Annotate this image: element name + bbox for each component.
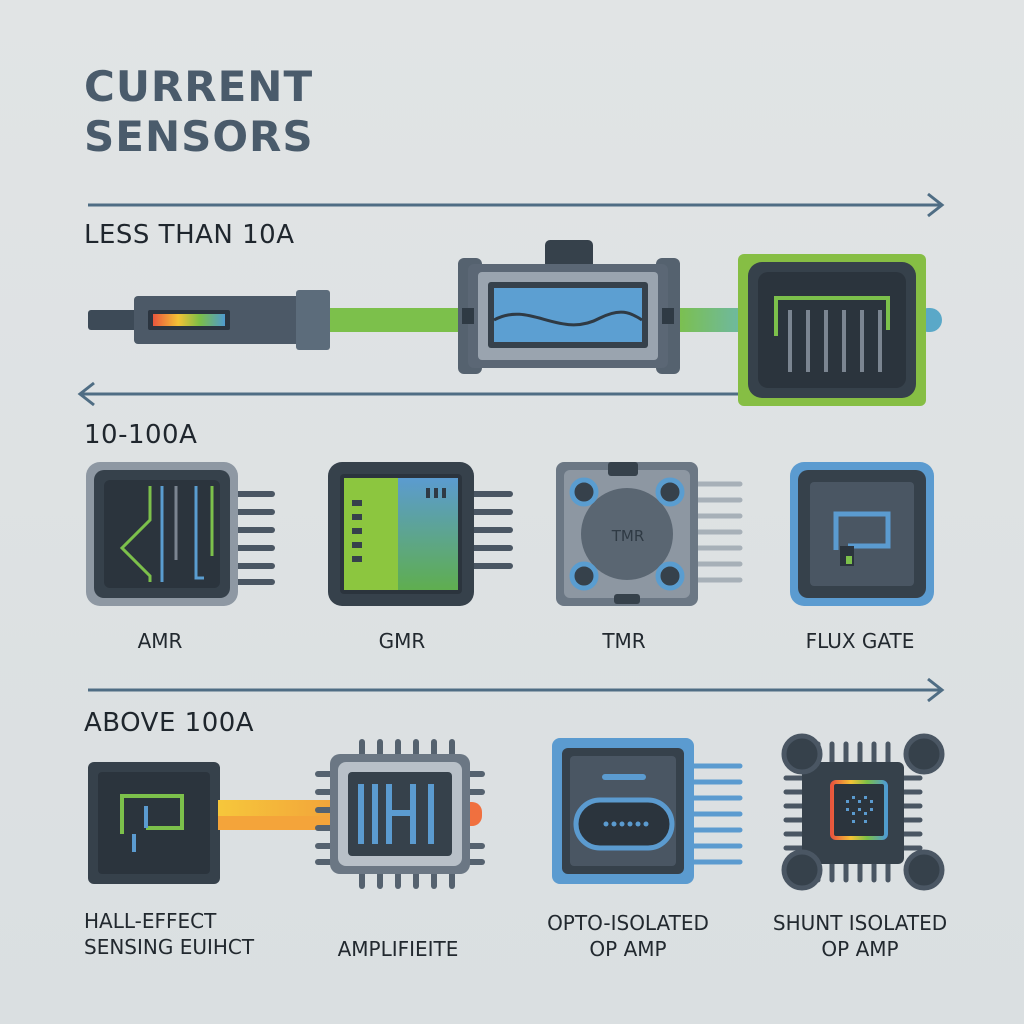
label-amplifier: AMPLIFIEITE <box>337 937 459 961</box>
arrow-right-bottom <box>88 677 945 703</box>
label-opto-isolated-line-2: OP AMP <box>589 937 667 961</box>
label-opto-isolated: OPTO-ISOLATED OP AMP <box>530 910 726 962</box>
opto-isolated-chip-icon <box>552 738 743 884</box>
label-flux-gate: FLUX GATE <box>805 629 915 653</box>
label-hall-effect: HALL-EFFECT SENSING EUIHCT <box>84 908 274 960</box>
section-10-100a: 10-100A <box>84 420 198 450</box>
hall-effect-chip-icon <box>88 762 220 884</box>
label-shunt-isolated: SHUNT ISOLATED OP AMP <box>756 910 964 962</box>
arrow-left-middle <box>77 381 740 407</box>
arrow-right-top <box>88 192 945 218</box>
label-hall-effect-line-1: HALL-EFFECT <box>84 909 217 933</box>
label-shunt-isolated-line-1: SHUNT ISOLATED <box>772 911 948 935</box>
amr-chip-icon <box>86 462 275 606</box>
tmr-chip-icon <box>556 462 743 606</box>
section-less-than-10a: LESS THAN 10A <box>84 220 295 250</box>
title-line-2: SENSORS <box>84 112 314 161</box>
amplifier-chip-icon <box>315 739 485 889</box>
signal-wire <box>218 800 482 830</box>
label-tmr: TMR <box>602 629 646 653</box>
waveform-module-icon <box>458 240 680 374</box>
tmr-chip-text: TMR <box>611 527 645 545</box>
label-hall-effect-line-2: SENSING EUIHCT <box>84 935 255 959</box>
page-title: CURRENT SENSORS <box>84 62 314 162</box>
label-opto-isolated-line-1: OPTO-ISOLATED <box>547 911 709 935</box>
barcode-chip-icon <box>738 254 926 406</box>
title-line-1: CURRENT <box>84 62 314 111</box>
section-above-100a: ABOVE 100A <box>84 708 255 738</box>
label-gmr: GMR <box>378 629 426 653</box>
label-amr: AMR <box>137 629 183 653</box>
shunt-isolated-chip-icon <box>781 733 945 891</box>
gmr-chip-icon <box>328 462 513 606</box>
flux-gate-chip-icon <box>790 462 934 606</box>
probe-sensor-icon <box>88 290 330 350</box>
label-shunt-isolated-line-2: OP AMP <box>821 937 899 961</box>
